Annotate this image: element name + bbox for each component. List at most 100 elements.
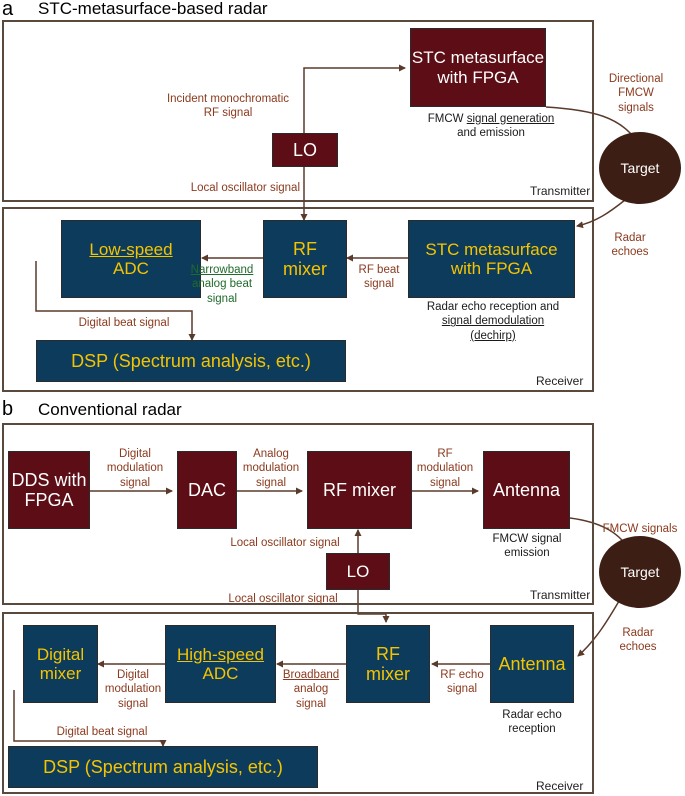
narrowband-underlined: Narrowband: [190, 264, 254, 276]
dsp-a-label: DSP (Spectrum analysis, etc.): [71, 350, 311, 371]
incident-signal-label: Incident monochromatic RF signal: [158, 92, 298, 121]
fmcw-gen-prefix: FMCW: [427, 113, 467, 125]
echo-reception-label-b: Radar echo reception: [488, 708, 576, 737]
narrowband-line3: signal: [206, 292, 238, 305]
dds-line1: DDS with: [11, 469, 87, 490]
directional-line3: signals: [618, 101, 654, 114]
fmcw-emission-label: FMCW signal emission: [482, 532, 572, 561]
stc-rx-line1: STC metasurface: [425, 239, 558, 259]
radar-echoes-a-line2: echoes: [611, 246, 649, 259]
echo-reception-b-line1: Radar echo: [502, 709, 562, 721]
narrowband-line2: analog beat: [191, 278, 253, 291]
echo-rx-underlined: signal demodulation: [441, 315, 545, 328]
digital-mod-line3: signal: [119, 476, 151, 489]
analog-mod-line1: Analog: [253, 448, 289, 460]
rf-beat-line1: RF beat: [358, 264, 400, 276]
digital-beat-label-b: Digital beat signal: [56, 726, 148, 738]
lo-b-label: LO: [346, 561, 370, 581]
stc-tx-line2: with FPGA: [437, 67, 519, 87]
panel-a-transmitter-frame: [2, 20, 594, 202]
local-osc-upper-label: Local oscillator signal: [230, 537, 340, 549]
dac-label: DAC: [187, 479, 226, 500]
fmcw-gen-underlined: signal generation: [466, 113, 555, 125]
broadband-line3: signal: [295, 697, 327, 710]
digital-mod-rx-line3: signal: [117, 697, 149, 710]
radar-echoes-b-line1: Radar: [622, 627, 654, 639]
panel-a-receiver-tag: Receiver: [536, 374, 584, 388]
low-speed-adc-line2: ADC: [113, 259, 149, 278]
digital-mod-rx-line1: Digital: [117, 669, 149, 681]
broadband-underlined: Broadband: [282, 669, 340, 681]
digital-beat-label-a: Digital beat signal: [78, 317, 170, 329]
antenna-tx-label: Antenna: [492, 479, 561, 500]
incident-line2: RF signal: [203, 107, 253, 120]
digital-mod-line2: modulation: [106, 462, 164, 475]
fmcw-generation-label: FMCW signal generation and emission: [410, 112, 572, 141]
high-speed-adc-line1: High-speed: [177, 644, 264, 664]
rf-mixer-rx-line2: mixer: [366, 664, 410, 684]
rf-mod-line2: modulation: [416, 462, 474, 475]
digital-mod-line1: Digital: [119, 448, 151, 460]
digital-mod-rx-line2: modulation: [104, 683, 162, 696]
panel-b-receiver-frame: [2, 612, 594, 794]
echo-reception-b-line2: reception: [508, 723, 556, 736]
rf-mod-label: RF modulation signal: [410, 447, 480, 490]
lo-a-label: LO: [292, 139, 317, 160]
dsp-b-label: DSP (Spectrum analysis, etc.): [43, 756, 283, 777]
panel-a-receiver-frame: [2, 207, 594, 392]
lo-block-b: LO: [326, 553, 390, 590]
panel-b-title: Conventional radar: [38, 400, 182, 419]
incident-line1: Incident monochromatic: [166, 93, 290, 105]
target-b: Target: [599, 536, 681, 608]
rf-mixer-a-line2: mixer: [283, 259, 327, 279]
dds-line2: FPGA: [24, 490, 74, 510]
local-osc-lower-label: Local oscillator signal: [228, 593, 338, 605]
narrowband-label: Narrowband analog beat signal: [184, 263, 260, 306]
digital-mod-label: Digital modulation signal: [100, 447, 170, 490]
rf-mod-line3: signal: [429, 476, 461, 489]
low-speed-adc-line1: Low-speed: [89, 239, 173, 259]
dsp-block-a: DSP (Spectrum analysis, etc.): [36, 340, 346, 382]
antenna-rx-label: Antenna: [498, 653, 566, 674]
rf-mixer-rx-line1: RF: [376, 643, 400, 664]
dsp-block-b: DSP (Spectrum analysis, etc.): [8, 746, 318, 788]
echo-reception-label-a: Radar echo reception and signal demodula…: [410, 300, 576, 343]
target-b-label: Target: [620, 564, 660, 580]
high-speed-adc-line2: ADC: [202, 664, 239, 683]
rf-mixer-tx-label: RF mixer: [323, 479, 396, 500]
dac-block: DAC: [177, 451, 237, 529]
broadband-label: Broadband analog signal: [276, 668, 346, 711]
panel-b-transmitter-tag: Transmitter: [530, 588, 591, 602]
rf-mixer-a-line1: RF: [293, 238, 317, 259]
broadband-line2: analog: [293, 683, 329, 696]
antenna-tx-block: Antenna: [483, 451, 570, 529]
radar-echoes-b-line2: echoes: [619, 641, 657, 654]
rf-echo-label: RF echo signal: [434, 668, 490, 697]
rf-echo-line1: RF echo: [440, 669, 484, 681]
local-oscillator-label-a: Local oscillator signal: [190, 182, 300, 194]
stc-rx-line2: with FPGA: [450, 259, 533, 278]
rf-mixer-tx-block: RF mixer: [307, 451, 412, 529]
rf-beat-line2: signal: [363, 278, 395, 291]
panel-b-transmitter-frame: [2, 423, 594, 605]
analog-mod-line3: signal: [255, 476, 287, 489]
radar-echoes-label-b: Radar echoes: [608, 626, 668, 655]
panel-b-letter: b: [2, 398, 14, 420]
antenna-rx-block: Antenna: [490, 625, 574, 703]
lo-block-a: LO: [272, 133, 338, 167]
panel-a-letter: a: [2, 0, 14, 20]
stc-tx-line1: STC metasurface: [411, 48, 545, 68]
target-a-label: Target: [620, 160, 660, 176]
fmcw-gen-line2: and emission: [457, 127, 525, 140]
directional-line2: FMCW: [618, 87, 654, 100]
target-a: Target: [599, 132, 681, 204]
fmcw-emission-line2: emission: [504, 547, 550, 560]
